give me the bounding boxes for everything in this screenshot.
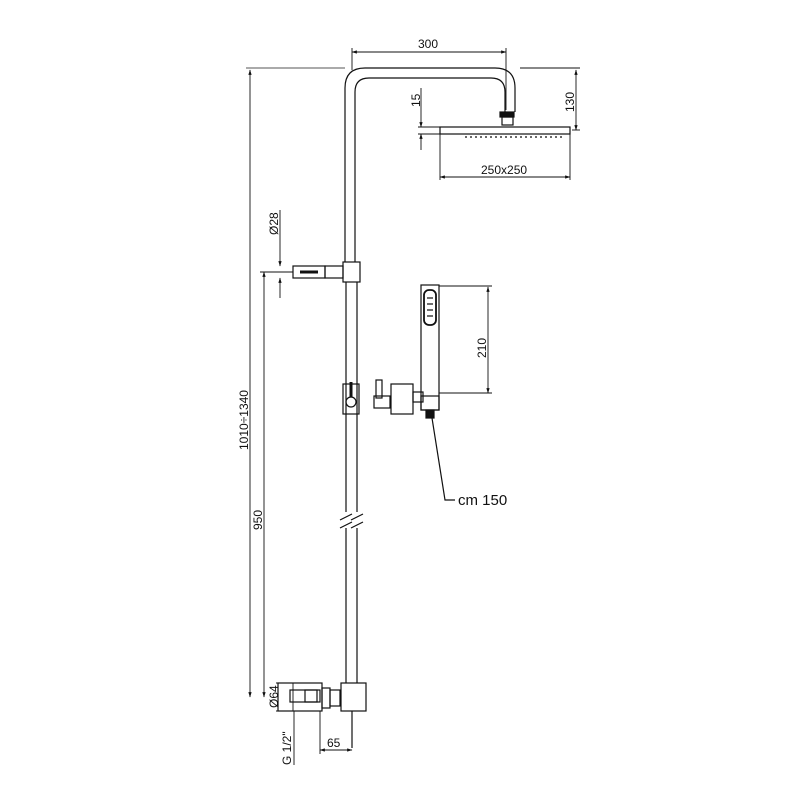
dim-inlet-offset: 65: [327, 736, 341, 750]
dim-head-thickness: 15: [409, 93, 423, 107]
dim-head-size: 250x250: [481, 163, 527, 177]
riser-outer: [344, 67, 516, 262]
dim-bracket-distance: 950: [251, 510, 265, 530]
riser-assembly: [277, 67, 571, 748]
shower-head: [439, 126, 571, 135]
riser-inner: [354, 77, 506, 262]
dim-bracket-diameter: Ø28: [267, 212, 281, 235]
dimension-lines: [246, 48, 580, 765]
dim-inlet-diameter: Ø64: [267, 685, 281, 708]
dim-head-height: 130: [563, 92, 577, 112]
dim-hose-length: cm 150: [458, 492, 507, 509]
dim-hand-shower-length: 210: [475, 338, 489, 358]
diverter-body: [340, 682, 367, 712]
dim-arm-length: 300: [418, 37, 438, 51]
dim-inlet-thread: G 1/2": [280, 731, 294, 765]
dim-total-height: 1010÷1340: [237, 390, 251, 450]
